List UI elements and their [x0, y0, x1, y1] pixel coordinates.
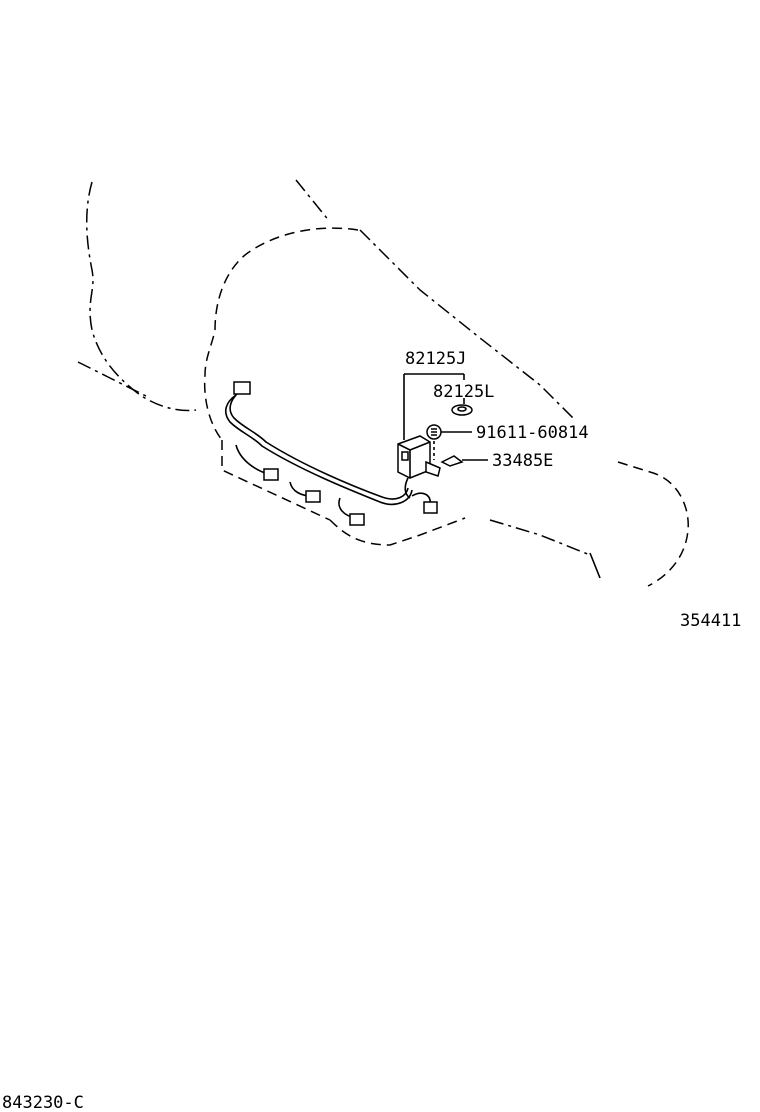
harness-connector-1	[233, 381, 251, 395]
clamp-33485E	[440, 455, 464, 467]
harness-connector-4	[349, 513, 365, 526]
harness-connector-3	[305, 490, 321, 503]
bolt-icon	[426, 424, 442, 460]
figure-code: 843230-C	[2, 1093, 84, 1112]
part-label-harness: 82125J	[405, 349, 466, 369]
harness-connector-2	[263, 468, 279, 481]
illustration-number: 354411	[680, 611, 741, 631]
leader-lines	[403, 373, 488, 461]
part-label-bolt: 91611-60814	[476, 423, 589, 443]
part-label-grommet: 82125L	[433, 382, 494, 402]
vehicle-body-outline	[77, 179, 689, 587]
harness-connector-5	[423, 501, 438, 514]
part-label-clamp: 33485E	[492, 451, 553, 471]
wire-harness	[224, 381, 438, 526]
grommet-82125L	[451, 404, 473, 416]
sensor-connector	[397, 435, 441, 499]
